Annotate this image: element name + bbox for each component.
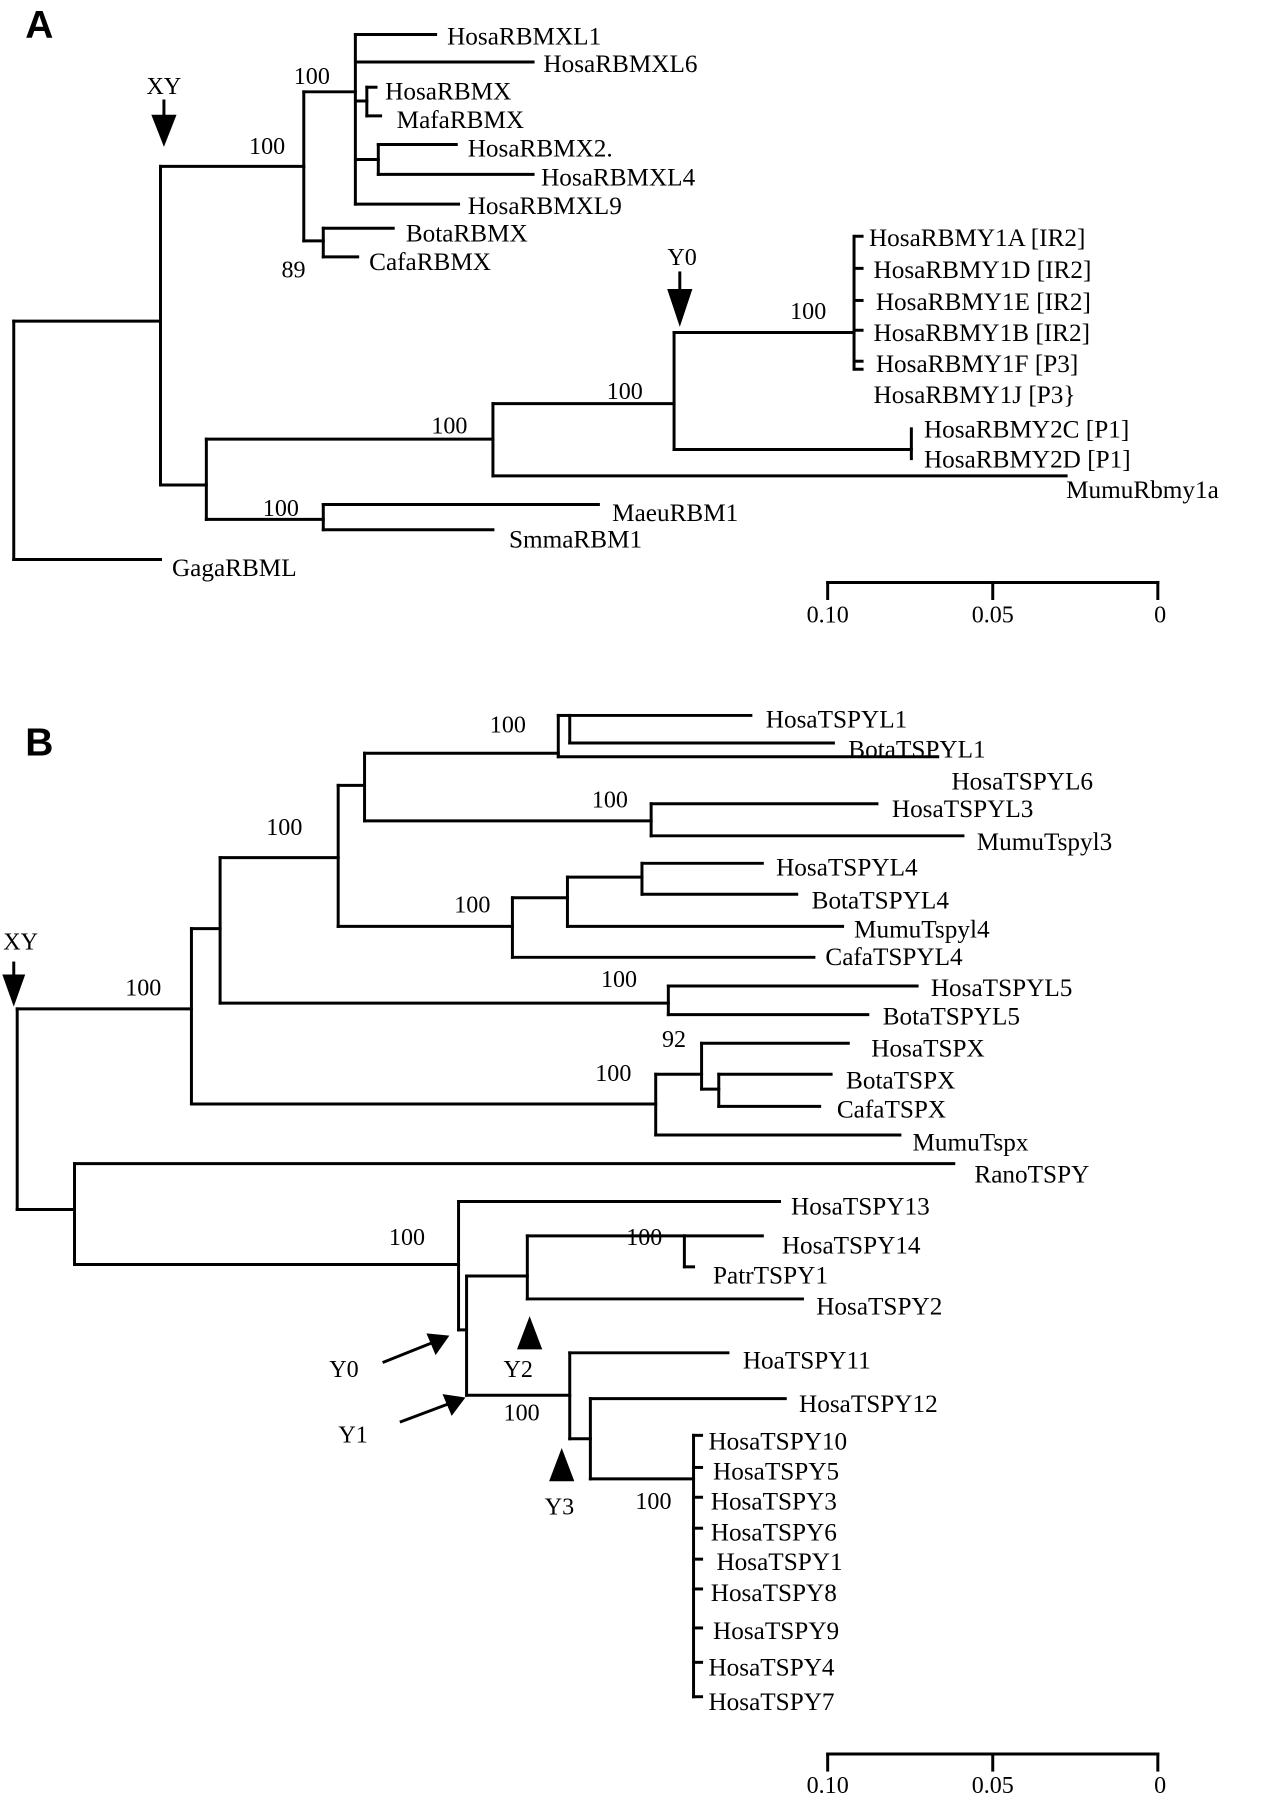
leaf-label: BotaTSPYL5 [883,1003,1020,1030]
marker-label: Y1 [338,1422,367,1448]
leaf-label: HosaTSPY14 [782,1233,921,1260]
panel-label-a: A [25,4,53,47]
xy-arrow-icon [2,974,26,1007]
leaf-label: HosaRBMY1B [IR2] [874,320,1090,347]
leaf-label: HosaTSPY8 [711,1580,837,1607]
leaf-label: HosaRBMXL6 [543,51,697,78]
leaf-label: HosaTSPY2 [816,1293,942,1320]
leaf-label: MumuRbmy1a [1066,477,1219,504]
panel-label-b: B [25,721,53,764]
leaf-label: HosaRBMY1E [IR2] [876,289,1091,316]
leaf-label: HosaTSPYL6 [951,768,1093,795]
leaf-label: BotaRBMX [406,220,528,247]
leaf-label: HosaTSPX [871,1036,985,1063]
leaf-label: MumuTspyl4 [854,916,990,943]
marker-label: Y3 [545,1495,574,1521]
arrow-shaft [382,1341,432,1364]
leaf-label: HosaRBMXL1 [447,23,601,50]
leaf-label: HosaRBMY1F [P3] [876,351,1078,378]
leaf-label: CafaTSPX [837,1096,946,1123]
bootstrap-value: 100 [249,134,285,160]
leaf-label: MumuTspyl3 [977,829,1113,856]
bootstrap-value: 100 [626,1225,662,1251]
leaf-label: HosaTSPY12 [799,1391,938,1418]
scale-tick-label: 0 [1154,603,1166,629]
leaf-label: HosaTSPYL3 [892,796,1034,823]
marker-label: XY [3,929,38,955]
y0-arrow-icon [667,288,693,327]
leaf-label: MumuTspx [913,1130,1029,1157]
leaf-label: HoaTSPY11 [743,1347,871,1374]
bootstrap-value: 100 [592,787,628,813]
scale-tick-label: 0.10 [807,1773,849,1799]
leaf-label: HosaTSPY1 [716,1549,842,1576]
arrow-shaft [399,1402,450,1424]
bootstrap-value: 100 [389,1225,425,1251]
y1-arrow-icon [442,1394,466,1416]
scale-tick-label: 0.05 [972,1773,1014,1799]
leaf-label: HosaRBMX [385,78,511,105]
leaf-label: CafaRBMX [369,249,491,276]
bootstrap-value: 100 [607,379,643,405]
bootstrap-value: 100 [125,975,161,1001]
scale-tick-label: 0.05 [972,603,1014,629]
leaf-label: MafaRBMX [397,107,525,134]
xy-arrow-icon [151,114,177,147]
leaf-label: HosaTSPY5 [713,1459,839,1486]
leaf-label: HosaTSPYL4 [776,854,918,881]
leaf-label: HosaTSPY4 [708,1655,834,1682]
leaf-label: HosaRBMY2D [P1] [924,446,1131,473]
bootstrap-value: 89 [281,258,305,284]
bootstrap-value: 92 [662,1027,686,1053]
bootstrap-value: 100 [266,815,302,841]
y2-triangle-icon [517,1316,543,1350]
leaf-label: HosaTSPY6 [711,1519,837,1546]
leaf-label: BotaTSPYL4 [812,888,950,915]
leaf-label: HosaTSPY9 [713,1618,839,1645]
y3-triangle-icon [549,1447,575,1482]
bootstrap-value: 100 [431,414,467,440]
leaf-label: HosaTSPYL1 [766,707,908,734]
leaf-label: BotaTSPYL1 [848,736,985,763]
tree-branches [2,33,1160,1772]
bootstrap-value: 100 [601,967,637,993]
leaf-label: HosaTSPY10 [708,1429,847,1456]
marker-label-xy: XY [147,74,182,100]
marker-label: Y2 [503,1357,532,1383]
leaf-label: HosaRBMX2. [468,136,613,163]
bootstrap-value: 100 [294,64,330,90]
bootstrap-value: 100 [490,713,526,739]
bootstrap-value: 100 [263,496,299,522]
leaf-label: GagaRBML [172,555,297,582]
bootstrap-value: 100 [595,1061,631,1087]
marker-label: Y0 [329,1357,358,1383]
bootstrap-value: 100 [790,299,826,325]
bootstrap-value: 100 [504,1401,540,1427]
bootstrap-value: 100 [635,1489,671,1515]
scale-tick-label: 0.10 [807,603,849,629]
leaf-label: BotaTSPX [846,1068,955,1095]
y0-arrow-icon [426,1333,450,1356]
leaf-label: HosaRBMXL9 [468,193,622,220]
leaf-label: SmmaRBM1 [509,527,642,554]
leaf-label: RanoTSPY [974,1162,1089,1189]
leaf-label: HosaRBMY1J [P3} [874,382,1076,409]
leaf-label: CafaTSPYL4 [825,944,963,971]
leaf-label: HosaRBMY2C [P1] [924,416,1129,443]
leaf-label: PatrTSPY1 [713,1263,828,1290]
leaf-label: MaeuRBM1 [612,500,738,527]
leaf-label: HosaTSPY7 [708,1689,834,1716]
leaf-label: HosaRBMY1A [IR2] [869,225,1085,252]
leaf-label: HosaTSPY3 [711,1488,837,1515]
bootstrap-value: 100 [454,893,490,919]
leaf-label: HosaRBMXL4 [541,164,696,191]
scale-tick-label: 0 [1154,1773,1166,1799]
marker-label-y0: Y0 [667,245,696,271]
leaf-label: HosaRBMY1D [IR2] [874,257,1092,284]
leaf-label: HosaTSPY13 [791,1194,930,1221]
leaf-label: HosaTSPYL5 [931,975,1073,1002]
